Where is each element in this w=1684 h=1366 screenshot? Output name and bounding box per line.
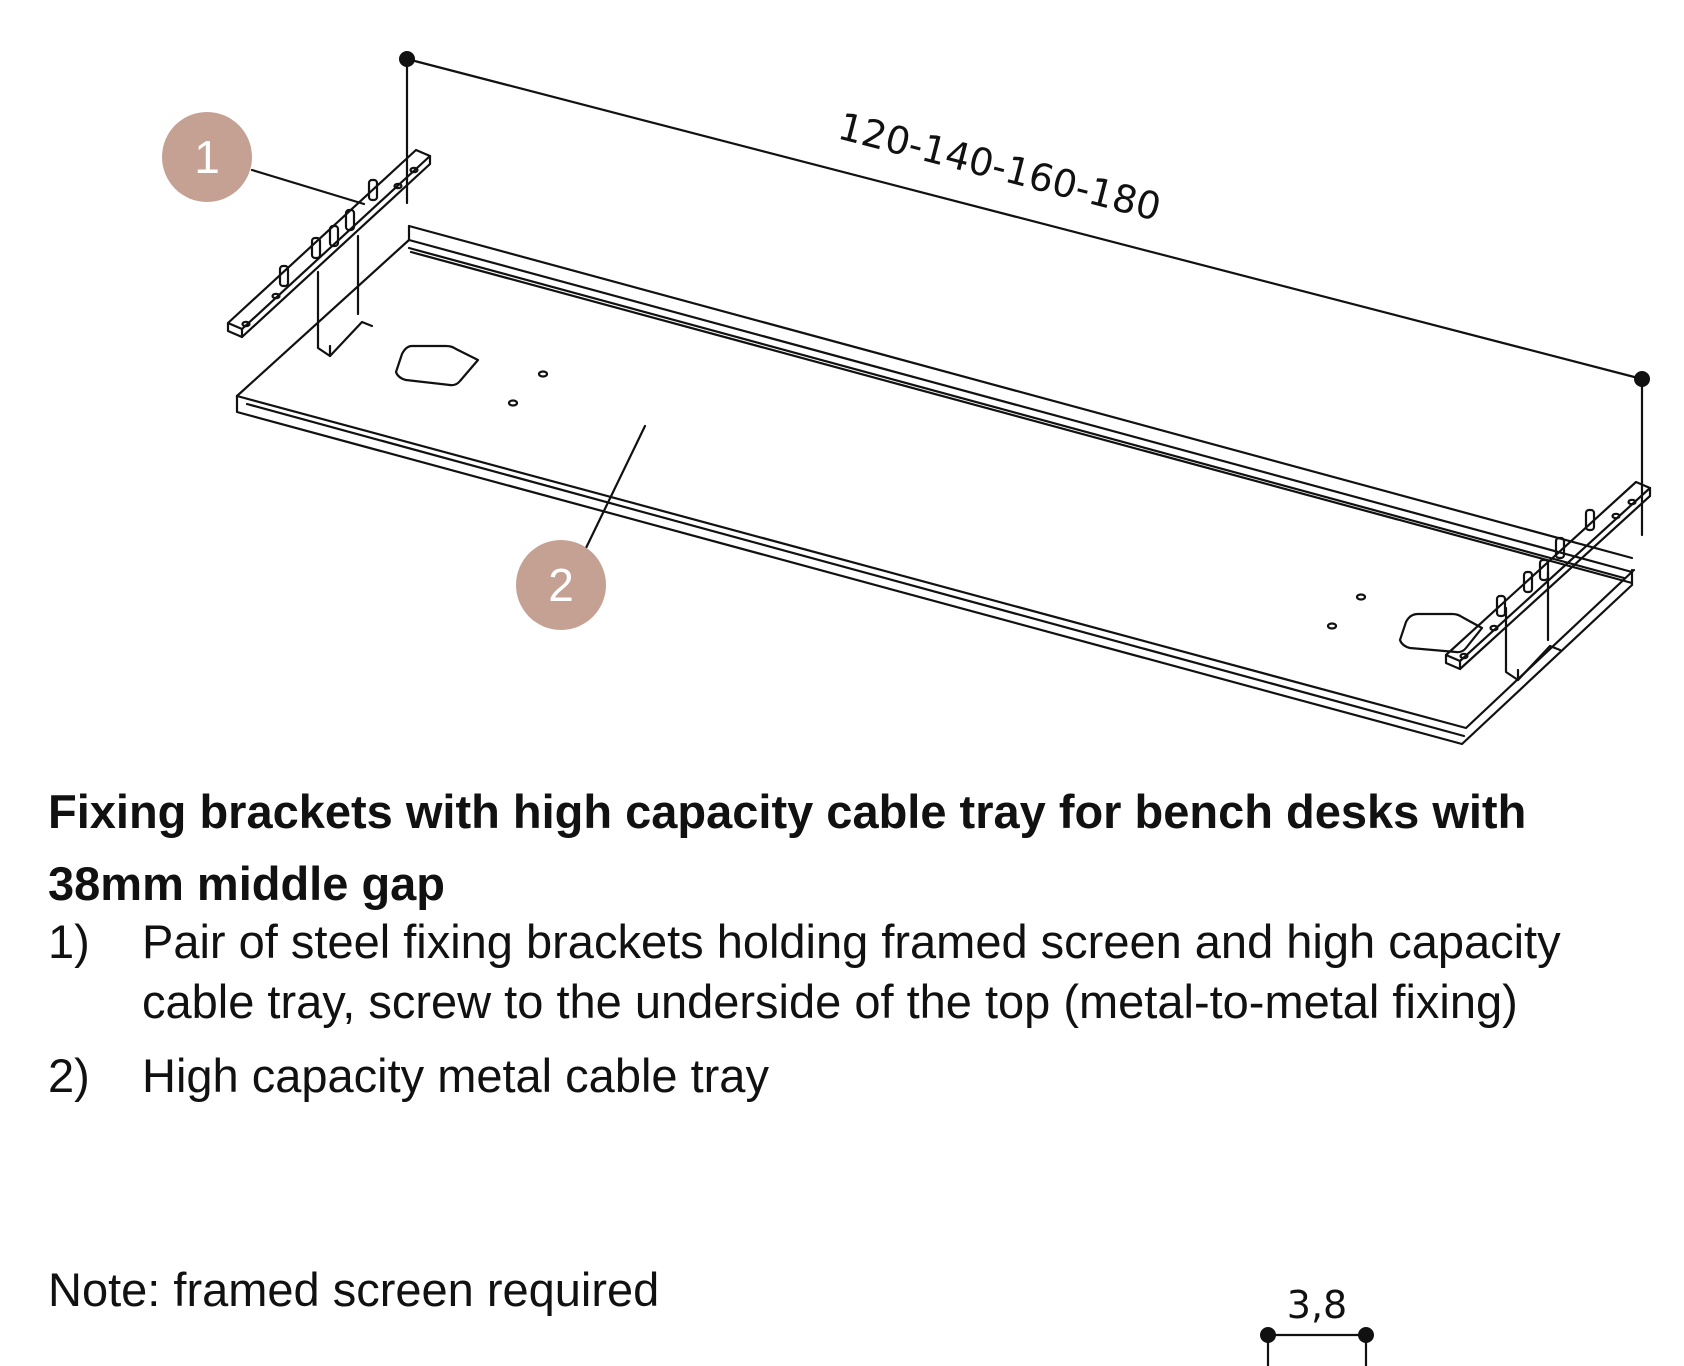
- dimension-endpoint-left: [399, 51, 415, 67]
- list-item-text: Pair of steel fixing brackets holding fr…: [142, 915, 1561, 1028]
- component-list: 1) Pair of steel fixing brackets holding…: [48, 912, 1648, 1106]
- list-item-number: 2): [48, 1049, 90, 1102]
- detail-dimension-endpoint-left: [1260, 1327, 1276, 1343]
- dimension-line: [405, 57, 1644, 537]
- list-item: 2) High capacity metal cable tray: [48, 1046, 1648, 1106]
- fixing-bracket-right: [1444, 480, 1652, 682]
- list-item-text: High capacity metal cable tray: [142, 1049, 769, 1102]
- callout-1-number: 1: [194, 131, 220, 183]
- dimension-endpoint-right: [1634, 371, 1650, 387]
- list-item-number: 1): [48, 915, 90, 968]
- callout-1: 1: [162, 112, 252, 202]
- callout-1-leader: [250, 168, 366, 206]
- detail-dimension-label: 3,8: [1287, 1283, 1347, 1327]
- detail-dimension-endpoint-right: [1358, 1327, 1374, 1343]
- list-item: 1) Pair of steel fixing brackets holding…: [48, 912, 1648, 1032]
- fixing-bracket-left: [226, 148, 432, 358]
- note-text: Note: framed screen required: [48, 1263, 660, 1316]
- detail-dimension: [1266, 1333, 1368, 1366]
- callout-2: 2: [516, 540, 606, 630]
- description-heading: Fixing brackets with high capacity cable…: [48, 785, 1527, 910]
- callout-2-leader: [584, 424, 647, 550]
- dimension-label: 120-140-160-180: [834, 104, 1166, 230]
- callout-2-number: 2: [548, 559, 574, 611]
- cable-tray: [235, 224, 1636, 746]
